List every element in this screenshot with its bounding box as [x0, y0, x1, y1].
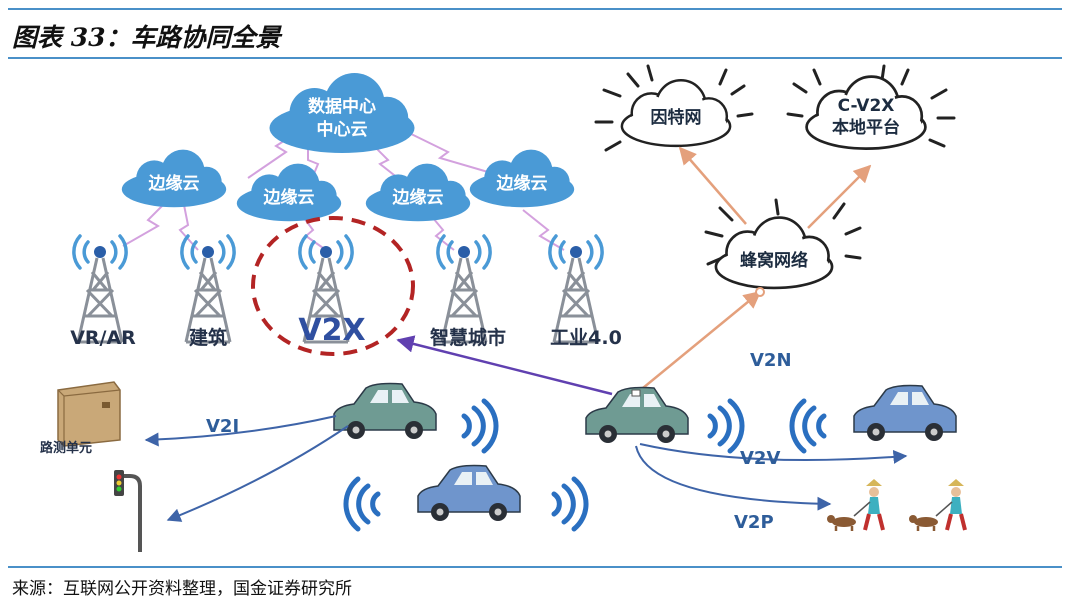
- cellular-network-label: 蜂窝网络: [740, 250, 808, 271]
- edge-cloud-label: 边缘云: [148, 173, 200, 194]
- signal-icon: [464, 401, 496, 451]
- data-center-label: 数据中心: [308, 96, 376, 117]
- figure-title: 图表 33：车路协同全景: [12, 23, 281, 52]
- signal-icon: [792, 401, 824, 451]
- tower-label-vrar: VR/AR: [70, 327, 136, 349]
- roadside-unit-icon: [57, 381, 121, 447]
- signal-icon: [710, 401, 742, 451]
- tower-label-v2x: V2X: [298, 313, 365, 348]
- car-icon: [853, 384, 957, 442]
- pedestrian-icon: [825, 477, 885, 533]
- v2x-purple-arrow: [396, 335, 613, 396]
- edge-cloud-label: 边缘云: [496, 173, 548, 194]
- source-rule: [8, 566, 1062, 568]
- cellular-anchor-dot: [755, 287, 765, 297]
- traffic-light-icon: [114, 470, 142, 552]
- v2i-label: V2I: [206, 416, 239, 437]
- figure-source: 来源：互联网公开资料整理，国金证券研究所: [12, 579, 352, 599]
- tower-label-building: 建筑: [189, 326, 227, 349]
- signal-icon: [554, 479, 586, 529]
- edge-cloud-label: 边缘云: [263, 187, 315, 208]
- v2n-label: V2N: [750, 350, 792, 371]
- signal-icon: [346, 479, 378, 529]
- v2p-label: V2P: [734, 512, 774, 533]
- central-cloud-label: 中心云: [317, 119, 368, 140]
- cv2x-label: C-V2X: [838, 96, 895, 116]
- v2v-label: V2V: [740, 448, 780, 469]
- roadside-unit-label: 路测单元: [40, 440, 92, 456]
- local-platform-label: 本地平台: [832, 117, 900, 138]
- v2v-v2p-arrows: [635, 443, 908, 511]
- internet-label: 因特网: [651, 107, 702, 128]
- car-antenna-icon: [631, 389, 641, 397]
- burst-rays: [594, 64, 956, 266]
- car-icon: [417, 464, 521, 522]
- v2i-arrows: [144, 415, 349, 522]
- pedestrian-icon: [907, 477, 967, 533]
- car-icon: [333, 382, 437, 440]
- v2x-diagram: 数据中心 中心云 边缘云 边缘云 边缘云 边缘云 VR/AR 建筑 V2X 智慧…: [40, 64, 967, 552]
- top-rule: [8, 8, 1062, 10]
- orange-arrows: [631, 146, 872, 398]
- tower-label-smart-city: 智慧城市: [430, 326, 506, 349]
- title-rule: [8, 57, 1062, 59]
- edge-cloud-label: 边缘云: [392, 187, 444, 208]
- v2x-highlight-circle: [251, 216, 415, 356]
- tower-label-industry: 工业4.0: [550, 327, 622, 349]
